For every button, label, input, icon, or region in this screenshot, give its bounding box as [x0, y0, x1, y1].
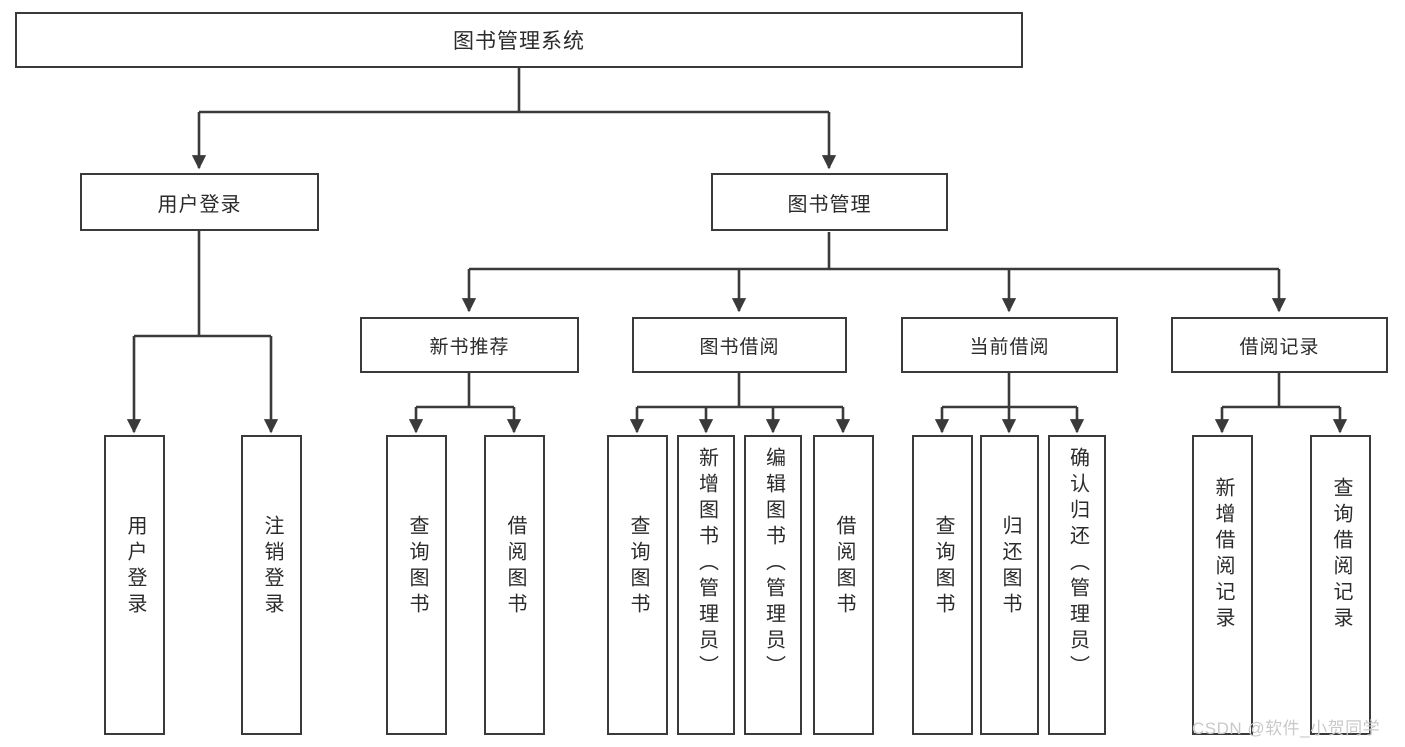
node-leaf-confirm-return[interactable]: 确认归还（管理员）	[1048, 435, 1106, 735]
node-leaf-query-book-2-label: 查询图书	[627, 515, 649, 619]
node-leaf-logout[interactable]: 注销登录	[241, 435, 302, 735]
node-book-borrow-label: 图书借阅	[699, 336, 780, 358]
node-user-login[interactable]: 用户登录	[80, 173, 319, 231]
node-current-borrow-label: 当前借阅	[969, 336, 1050, 358]
node-leaf-query-book-3[interactable]: 查询图书	[912, 435, 973, 735]
node-leaf-user-login[interactable]: 用户登录	[104, 435, 165, 735]
node-root[interactable]: 图书管理系统	[15, 12, 1023, 68]
node-new-book-rec[interactable]: 新书推荐	[360, 317, 579, 373]
node-leaf-query-book-2[interactable]: 查询图书	[607, 435, 668, 735]
node-leaf-return-book-label: 归还图书	[999, 515, 1021, 619]
node-new-book-rec-label: 新书推荐	[429, 336, 510, 358]
node-current-borrow[interactable]: 当前借阅	[901, 317, 1118, 373]
node-leaf-add-record-label: 新增借阅记录	[1212, 477, 1234, 633]
node-leaf-add-book[interactable]: 新增图书（管理员）	[677, 435, 735, 735]
node-leaf-return-book[interactable]: 归还图书	[980, 435, 1039, 735]
node-leaf-query-book-1[interactable]: 查询图书	[386, 435, 447, 735]
node-book-manage-label: 图书管理	[787, 193, 872, 216]
node-leaf-borrow-book-1[interactable]: 借阅图书	[484, 435, 545, 735]
node-leaf-add-book-label: 新增图书（管理员）	[695, 447, 718, 681]
node-leaf-borrow-book-1-label: 借阅图书	[504, 515, 526, 619]
node-leaf-borrow-book-2[interactable]: 借阅图书	[813, 435, 874, 735]
node-leaf-add-record[interactable]: 新增借阅记录	[1192, 435, 1253, 735]
node-leaf-query-book-1-label: 查询图书	[406, 515, 428, 619]
node-leaf-edit-book[interactable]: 编辑图书（管理员）	[744, 435, 802, 735]
node-leaf-edit-book-label: 编辑图书（管理员）	[762, 447, 785, 681]
node-leaf-query-record[interactable]: 查询借阅记录	[1310, 435, 1371, 735]
node-book-borrow[interactable]: 图书借阅	[632, 317, 847, 373]
node-leaf-borrow-book-2-label: 借阅图书	[833, 515, 855, 619]
node-book-manage[interactable]: 图书管理	[711, 173, 948, 231]
node-leaf-user-login-label: 用户登录	[124, 515, 146, 619]
node-root-label: 图书管理系统	[453, 30, 585, 53]
node-borrow-record[interactable]: 借阅记录	[1171, 317, 1388, 373]
node-leaf-query-book-3-label: 查询图书	[932, 515, 954, 619]
csdn-watermark: CSDN @软件_小贺同学	[1192, 719, 1381, 738]
node-leaf-logout-label: 注销登录	[261, 515, 283, 619]
node-leaf-confirm-return-label: 确认归还（管理员）	[1066, 447, 1089, 681]
node-borrow-record-label: 借阅记录	[1239, 336, 1320, 358]
node-user-login-label: 用户登录	[157, 193, 242, 216]
node-leaf-query-record-label: 查询借阅记录	[1330, 477, 1352, 633]
